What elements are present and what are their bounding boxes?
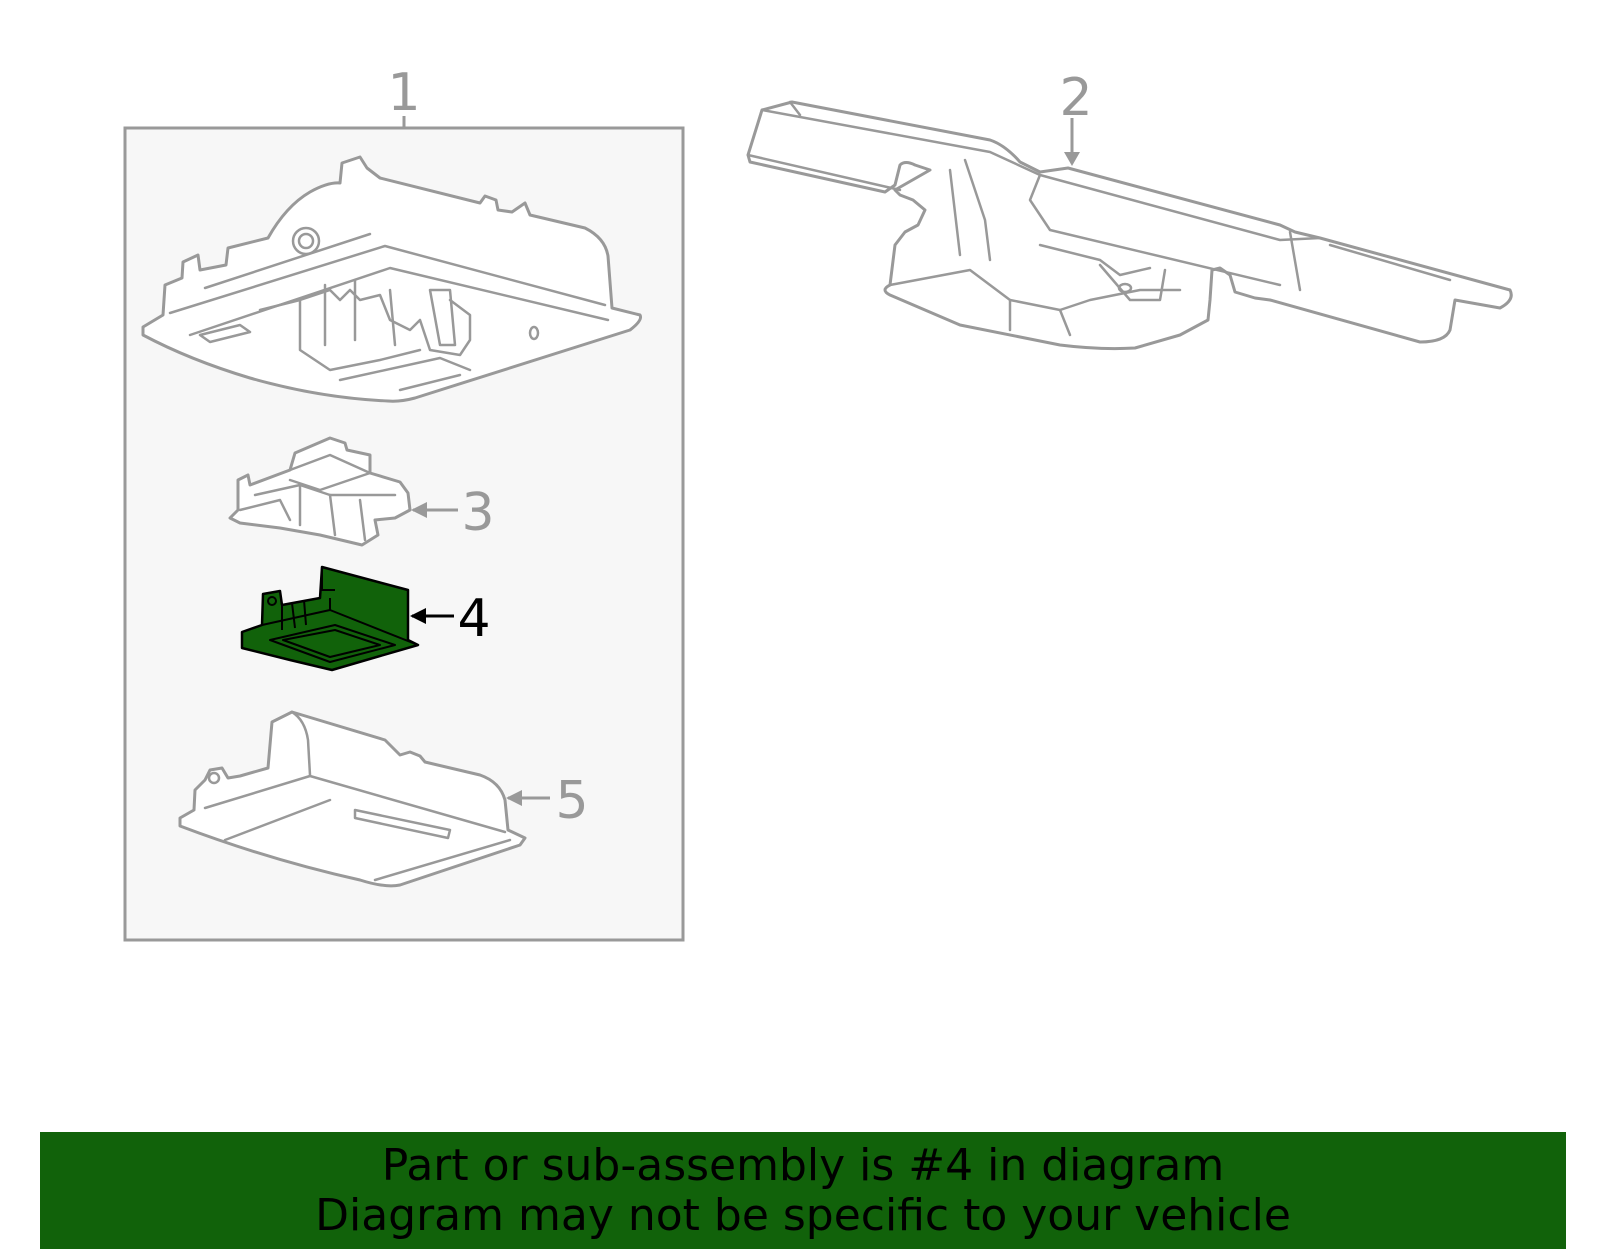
callout-4-arrowhead: [410, 608, 426, 624]
part-1-console-housing: [141, 155, 642, 403]
part-5-cover: [178, 710, 527, 888]
part-4-highlighted-part: [240, 565, 420, 672]
banner-line-disclaimer: Diagram may not be specific to your vehi…: [315, 1190, 1291, 1241]
banner-line-part-number: Part or sub-assembly is #4 in diagram: [381, 1140, 1225, 1191]
callout-1: 1: [387, 63, 420, 123]
callout-3-arrowhead: [411, 502, 427, 518]
part-2-roof-bracket: [746, 100, 1513, 351]
callout-2-arrowhead: [1064, 152, 1080, 166]
callout-5-arrowhead: [506, 790, 522, 806]
callout-2: 2: [1059, 68, 1092, 128]
callout-5: 5: [555, 771, 588, 831]
info-banner: Part or sub-assembly is #4 in diagram Di…: [40, 1132, 1566, 1249]
part-3-bracket: [228, 436, 412, 547]
callout-3: 3: [461, 483, 494, 543]
callout-4: 4: [457, 589, 490, 649]
